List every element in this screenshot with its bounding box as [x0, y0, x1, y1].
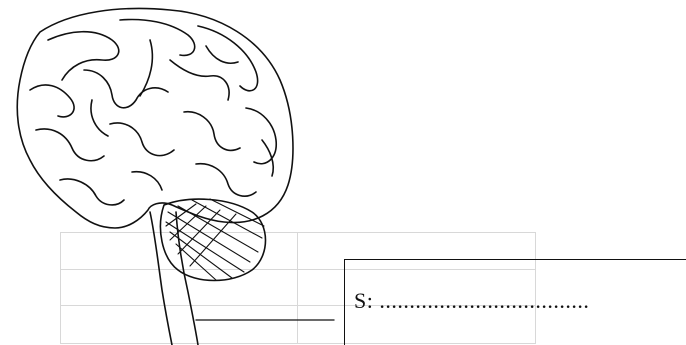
- answer-label-s[interactable]: S: ...................................: [354, 288, 589, 314]
